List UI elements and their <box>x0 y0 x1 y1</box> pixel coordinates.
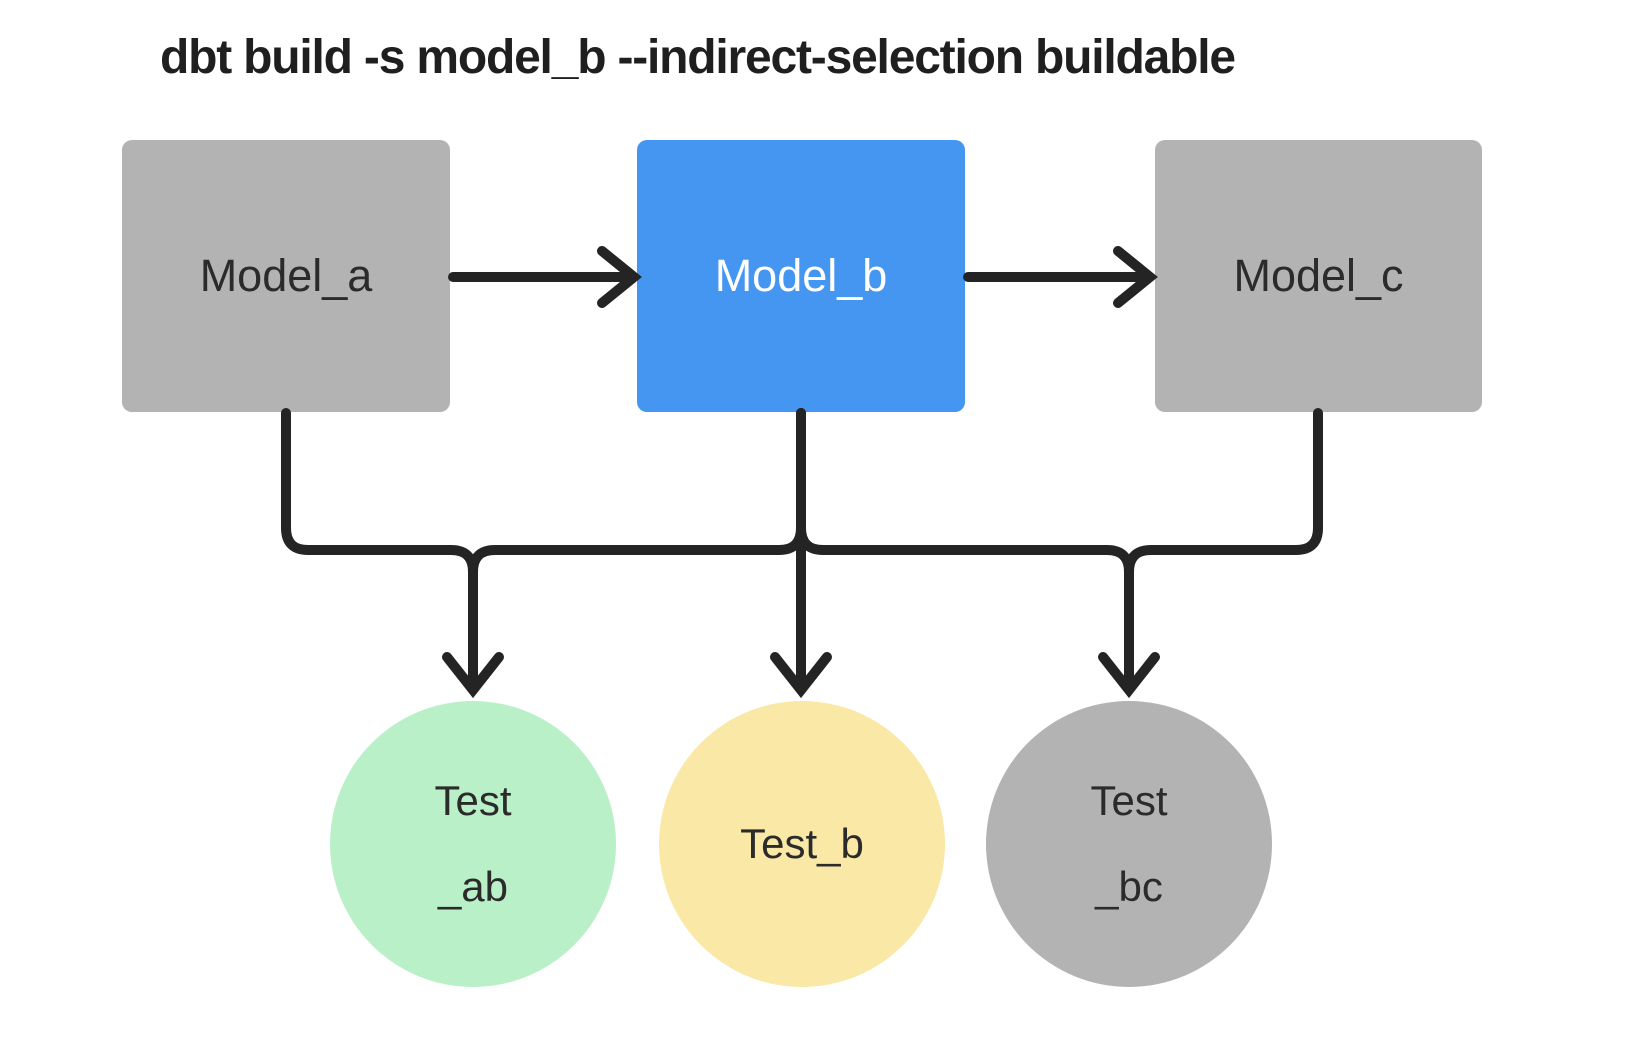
model-b-label: Model_b <box>714 250 888 301</box>
edge-model-b-to-test-ab <box>468 408 806 693</box>
arrowhead-test-b-icon <box>770 652 832 699</box>
test-ab-label-line1: Test <box>434 777 512 824</box>
edge-model-b-to-test-bc <box>796 408 1134 693</box>
model-a-label: Model_a <box>199 250 373 301</box>
arrowhead-test-bc-icon <box>1098 652 1160 699</box>
test-bc-label-line1: Test <box>1090 777 1168 824</box>
test-b-node: Test_b <box>659 701 945 987</box>
test-ab-label-line2: _ab <box>437 863 509 910</box>
edge-model-a-to-test-ab <box>281 408 478 693</box>
test-bc-node: Test _bc <box>986 701 1272 987</box>
model-a-node: Model_a <box>122 140 450 412</box>
model-b-node: Model_b <box>637 140 965 412</box>
test-b-label-line1: Test_b <box>740 820 864 867</box>
test-bc-label-line2: _bc <box>1095 863 1163 910</box>
test-ab-node: Test _ab <box>330 701 616 987</box>
arrowhead-model-c-icon <box>1113 246 1158 308</box>
edge-model-c-to-test-bc <box>1124 408 1323 693</box>
diagram-title: dbt build -s model_b --indirect-selectio… <box>160 31 1236 84</box>
model-c-node: Model_c <box>1155 140 1482 412</box>
arrowhead-model-b-icon <box>597 246 642 308</box>
arrowhead-test-ab-icon <box>442 652 504 699</box>
model-c-label: Model_c <box>1233 250 1404 301</box>
